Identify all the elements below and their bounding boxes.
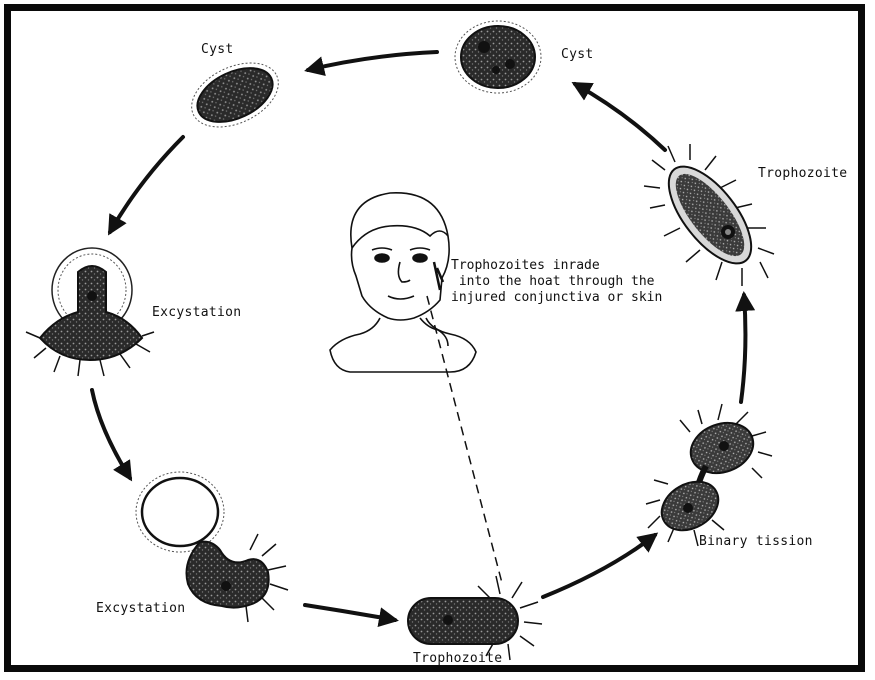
trophozoite-right-illustration	[644, 144, 774, 286]
label-excystation-upper: Excystation	[152, 305, 241, 320]
label-cyst-left: Cyst	[201, 42, 234, 57]
infection-note-line-1: Trophozoites inrade	[451, 258, 662, 274]
cyst-left-illustration	[181, 50, 288, 140]
label-binary-fission: Binary tission	[699, 534, 813, 549]
cyst-right-illustration	[455, 21, 541, 93]
trophozoite-bottom-illustration	[408, 576, 542, 660]
infection-note-line-2: into the hoat through the	[451, 274, 662, 290]
label-trophozoite-right: Trophozoite	[758, 166, 847, 181]
arrow-excystation-to-trophozoite	[305, 605, 395, 620]
label-trophozoite-bottom: Trophozoite	[413, 651, 502, 666]
arrow-trophozoite-to-cyst	[575, 84, 665, 150]
arrow-trophozoite-to-fission	[543, 535, 655, 597]
arrow-excystation-to-excystation	[92, 390, 130, 478]
binary-fission-illustration	[646, 404, 772, 546]
label-cyst-right: Cyst	[561, 47, 594, 62]
infection-note: Trophozoites inrade into the hoat throug…	[451, 258, 662, 306]
arrow-cyst-to-cyst	[308, 52, 437, 70]
label-excystation-lower: Excystation	[96, 601, 185, 616]
arrow-fission-to-trophozoite	[741, 295, 745, 402]
excystation-lower-illustration	[136, 472, 288, 622]
infection-note-line-3: injured conjunctiva or skin	[451, 290, 662, 306]
excystation-upper-illustration	[26, 248, 154, 376]
arrow-cyst-to-excystation	[110, 137, 183, 232]
